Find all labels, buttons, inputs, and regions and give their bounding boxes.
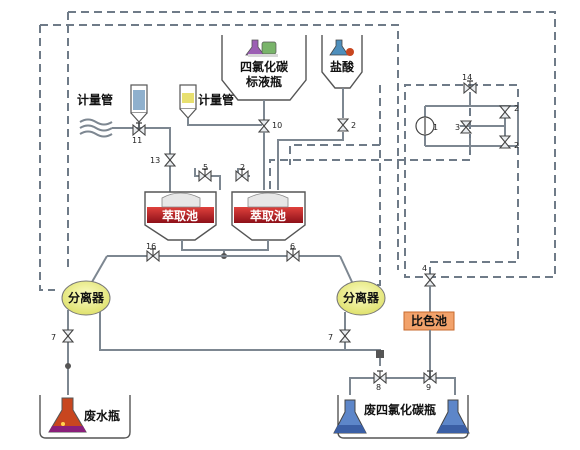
valve-number: 10	[272, 121, 282, 130]
ccl4-standard-bottle: 四氯化碳 标液瓶	[221, 35, 307, 120]
valve-2-right-bottom[interactable]	[499, 135, 511, 149]
valve-9[interactable]	[423, 370, 437, 384]
separator-left: 分离器	[61, 280, 111, 316]
pump-icon[interactable]: 1	[415, 116, 438, 136]
valve-number: 14	[462, 73, 472, 82]
waste-water-label: 废水瓶	[84, 408, 120, 423]
valve-4[interactable]	[424, 273, 436, 287]
valve-number: 2	[514, 141, 519, 150]
separator-left-label: 分离器	[68, 290, 105, 305]
fan-icon	[79, 118, 113, 138]
valve-number: 2	[240, 163, 245, 172]
ccl4-label-line2: 标液瓶	[245, 74, 282, 89]
extraction-tank-left: 萃取池	[144, 191, 217, 241]
valve-number: 6	[290, 242, 295, 251]
hydrochloric-acid-bottle: 盐酸	[277, 35, 363, 190]
colorimetric-cell: 比色池	[403, 311, 455, 331]
separator-right-label: 分离器	[343, 290, 380, 305]
extraction-tank-left-label: 萃取池	[162, 208, 198, 223]
valve-number: 3	[455, 123, 460, 132]
flask-icon	[436, 399, 470, 434]
valve-number: 7	[328, 333, 333, 342]
waste-ccl4-bottle: 废四氯化碳瓶	[333, 395, 470, 439]
junction-block	[376, 350, 384, 358]
waste-ccl4-label: 废四氯化碳瓶	[364, 402, 436, 417]
waste-water-bottle: 废水瓶	[39, 395, 131, 439]
valve-14-top[interactable]	[463, 80, 477, 94]
valve-7-left[interactable]	[62, 329, 74, 343]
valve-number: 1	[433, 123, 438, 132]
metering-tube-left: 计量管	[77, 84, 148, 123]
junction-dot	[65, 363, 71, 369]
extraction-tank-right: 萃取池	[231, 191, 306, 241]
pump-network: 1 14 2 3 2	[415, 73, 519, 150]
metering-tube-left-label: 计量管	[77, 92, 113, 107]
extraction-tank-right-label: 萃取池	[250, 208, 286, 223]
hcl-label: 盐酸	[330, 59, 355, 74]
valve-number: 8	[376, 383, 381, 392]
flask-icon	[48, 397, 87, 433]
colorimetric-cell-label: 比色池	[411, 313, 447, 328]
valve-number: 13	[150, 156, 160, 165]
valve-number: 2	[351, 121, 356, 130]
valve-number: 4	[422, 264, 427, 273]
flask-icon	[333, 399, 367, 434]
valve-13[interactable]	[164, 153, 176, 167]
dashed-pipes	[39, 11, 556, 291]
separator-right: 分离器	[336, 280, 386, 316]
metering-tube-right: 计量管	[179, 84, 234, 119]
valve-11[interactable]	[132, 122, 146, 136]
valve-number: 5	[203, 163, 208, 172]
valve-2-right-top[interactable]	[499, 105, 511, 119]
valve-number: 16	[146, 242, 156, 251]
valve-2-hcl[interactable]	[337, 118, 349, 132]
metering-tube-right-label: 计量管	[198, 92, 234, 107]
valve-number: 2	[514, 104, 519, 113]
valve-number: 9	[426, 383, 431, 392]
valve-number: 7	[51, 333, 56, 342]
valve-8[interactable]	[373, 370, 387, 384]
valve-7-right[interactable]	[339, 329, 351, 343]
ccl4-label-line1: 四氯化碳	[240, 59, 289, 74]
valve-number: 11	[132, 136, 142, 145]
